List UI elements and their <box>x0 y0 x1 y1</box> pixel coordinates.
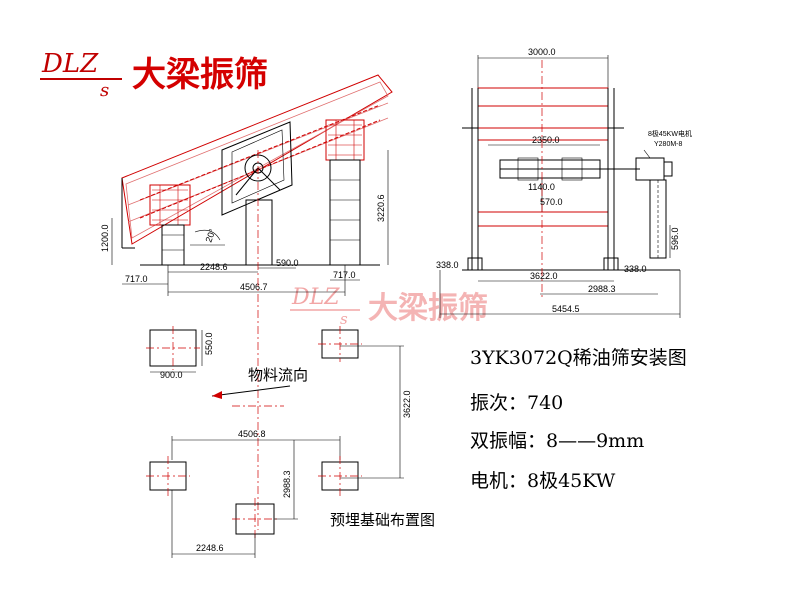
motor-note-1: 8极45KW电机 <box>648 129 692 138</box>
dim-height-right: 3220.6 <box>376 194 386 222</box>
dim-right-717: 717.0 <box>333 270 356 280</box>
dim-found-2988: 2988.3 <box>282 470 292 498</box>
spec-title: 3YK3072Q稀油筛安装图 <box>470 347 687 369</box>
spec-frequency: 振次：740 <box>470 392 563 414</box>
dim-top-width: 3000.0 <box>528 47 556 57</box>
dim-pad-900: 900.0 <box>160 370 183 380</box>
dim-total: 4506.7 <box>240 282 268 292</box>
dim-motor-height: 596.0 <box>670 227 680 250</box>
spec-amplitude: 双振幅：8——9mm <box>470 430 644 452</box>
material-flow-label: 物料流向 <box>248 366 308 384</box>
company-logo: DLZ s 大梁振筛 <box>40 49 268 101</box>
dim-inner-2350: 2350.0 <box>532 135 560 145</box>
logo-sub: s <box>100 80 109 101</box>
dim-found-2248: 2248.6 <box>196 543 224 553</box>
dim-2988: 2988.3 <box>588 284 616 294</box>
dim-left-338: 338.0 <box>436 260 459 270</box>
dim-3622: 3622.0 <box>530 271 558 281</box>
dim-570: 570.0 <box>540 197 563 207</box>
watermark-latin: DLZ <box>291 285 340 310</box>
angle-label: 20° <box>203 227 217 244</box>
watermark-chinese: 大梁振筛 <box>368 291 488 326</box>
spec-block: 3YK3072Q稀油筛安装图 振次：740 双振幅：8——9mm 电机：8极45… <box>470 347 687 492</box>
dim-left-offset: 717.0 <box>125 274 148 284</box>
dim-1140: 1140.0 <box>528 182 555 192</box>
dim-pad-550: 550.0 <box>204 332 214 355</box>
side-view: 20° 1200.0 3220.6 717.0 2248.6 590.0 717… <box>100 74 393 530</box>
logo-latin: DLZ <box>41 49 99 79</box>
watermark-sub: s <box>340 310 348 328</box>
dim-base-590: 590.0 <box>276 258 299 268</box>
dim-height-left: 1200.0 <box>100 224 110 252</box>
dim-right-338: 338.0 <box>624 264 647 274</box>
end-view: 3000.0 2350.0 1140.0 570.0 8极45KW电机 Y280… <box>436 47 692 318</box>
logo-chinese: 大梁振筛 <box>132 55 268 95</box>
foundation-title: 预埋基础布置图 <box>330 511 435 529</box>
dim-mid-span: 2248.6 <box>200 262 228 272</box>
foundation-layout: 550.0 900.0 物料流向 3622.0 4506.8 <box>146 326 435 558</box>
watermark: DLZ s 大梁振筛 <box>290 285 488 328</box>
dim-found-3622: 3622.0 <box>402 390 412 418</box>
dim-found-4506: 4506.8 <box>238 429 266 439</box>
spec-motor: 电机：8极45KW <box>470 470 616 492</box>
dim-total-end: 5454.5 <box>552 304 580 314</box>
motor-note-2: Y280M-8 <box>654 141 683 148</box>
